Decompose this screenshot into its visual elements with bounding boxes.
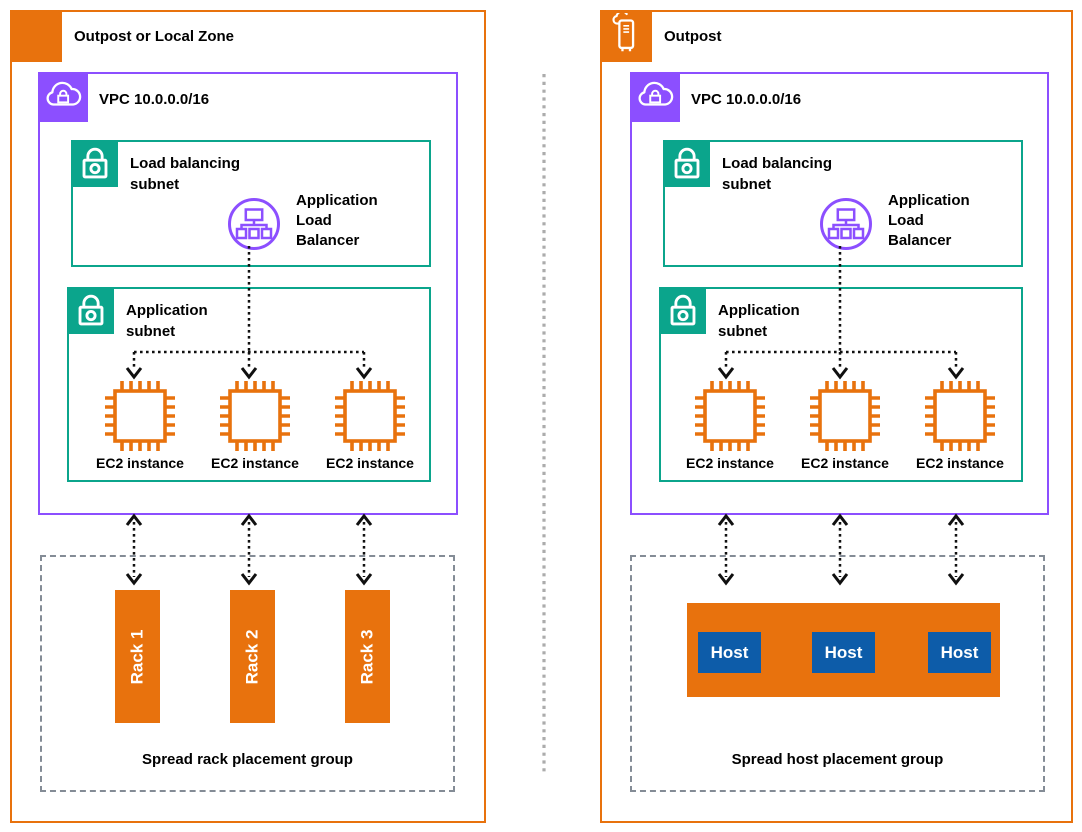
ec2-instance-label: EC2 instance [211,455,299,471]
vpc-label: VPC 10.0.0.0/16 [691,91,802,108]
host-label: Host [824,642,863,662]
vpc-cloud-lock-icon [38,72,88,122]
spread-rack-placement-group: Rack 1 Rack 2 Rack 3 Spread rack placeme… [40,555,455,792]
placement-group-label: Spread rack placement group [142,751,353,768]
rack-bar: Rack 2 [230,590,275,723]
application-subnet-box: Application subnet EC2 instance EC2 inst… [67,287,431,482]
ec2-instance: EC2 instance [320,379,420,471]
subnet-lock-icon [67,287,114,334]
application-load-balancer-label: Application Load Balancer [888,192,970,249]
load-balancing-subnet-label: Load balancing subnet [130,155,241,193]
placement-group-label: Spread host placement group [731,751,944,768]
host-label: Host [710,642,749,662]
ec2-instance: EC2 instance [90,379,190,471]
vpc-box: VPC 10.0.0.0/16 Load balancing subnet Ap… [38,72,458,515]
panel-title: Outpost or Local Zone [74,28,234,45]
ec2-instance: EC2 instance [795,379,895,471]
rack-label: Rack 2 [242,629,262,684]
host-box: Host [812,632,875,673]
load-balancing-subnet-box: Load balancing subnet Application Load B… [71,140,431,267]
panel-title: Outpost [664,28,722,45]
panel-outpost-or-local-zone: Outpost or Local Zone VPC 10.0.0.0/16 Lo… [10,10,486,823]
ec2-instance-label: EC2 instance [96,455,184,471]
ec2-instance-chip-icon [808,379,882,453]
application-subnet-label: Application subnet [126,302,208,340]
subnet-lock-icon [659,287,706,334]
rack-label: Rack 1 [127,629,147,684]
ec2-instance-chip-icon [923,379,997,453]
application-load-balancer-icon [819,197,873,251]
application-subnet-box: Application subnet EC2 instance EC2 inst… [659,287,1023,482]
rack-bar: Rack 1 [115,590,160,723]
outpost-host-bar: Host Host Host [687,603,1000,697]
application-load-balancer-icon [227,197,281,251]
rack-label: Rack 3 [357,629,377,684]
ec2-instance: EC2 instance [910,379,1010,471]
vpc-box: VPC 10.0.0.0/16 Load balancing subnet Ap… [630,72,1049,515]
ec2-instance-label: EC2 instance [916,455,1004,471]
vpc-cloud-lock-icon [630,72,680,122]
ec2-instance-label: EC2 instance [801,455,889,471]
host-label: Host [940,642,979,662]
ec2-instance: EC2 instance [205,379,305,471]
ec2-instance-label: EC2 instance [326,455,414,471]
application-load-balancer-label: Application Load Balancer [296,192,378,249]
subnet-lock-icon [663,140,710,187]
vpc-label: VPC 10.0.0.0/16 [99,91,210,108]
ec2-instance-label: EC2 instance [686,455,774,471]
spread-host-placement-group: Host Host Host Spread host placement gro… [630,555,1045,792]
ec2-instance-chip-icon [693,379,767,453]
rack-bar: Rack 3 [345,590,390,723]
load-balancing-subnet-label: Load balancing subnet [722,155,833,193]
load-balancing-subnet-box: Load balancing subnet Application Load B… [663,140,1023,267]
panel-outpost: Outpost VPC 10.0.0.0/16 Load balancing s… [600,10,1073,823]
local-zone-square-icon [10,10,62,62]
outpost-rack-icon [600,10,652,62]
ec2-instance-chip-icon [218,379,292,453]
subnet-lock-icon [71,140,118,187]
ec2-instance-chip-icon [103,379,177,453]
application-subnet-label: Application subnet [718,302,800,340]
ec2-instance: EC2 instance [680,379,780,471]
host-box: Host [698,632,761,673]
ec2-instance-chip-icon [333,379,407,453]
host-box: Host [928,632,991,673]
